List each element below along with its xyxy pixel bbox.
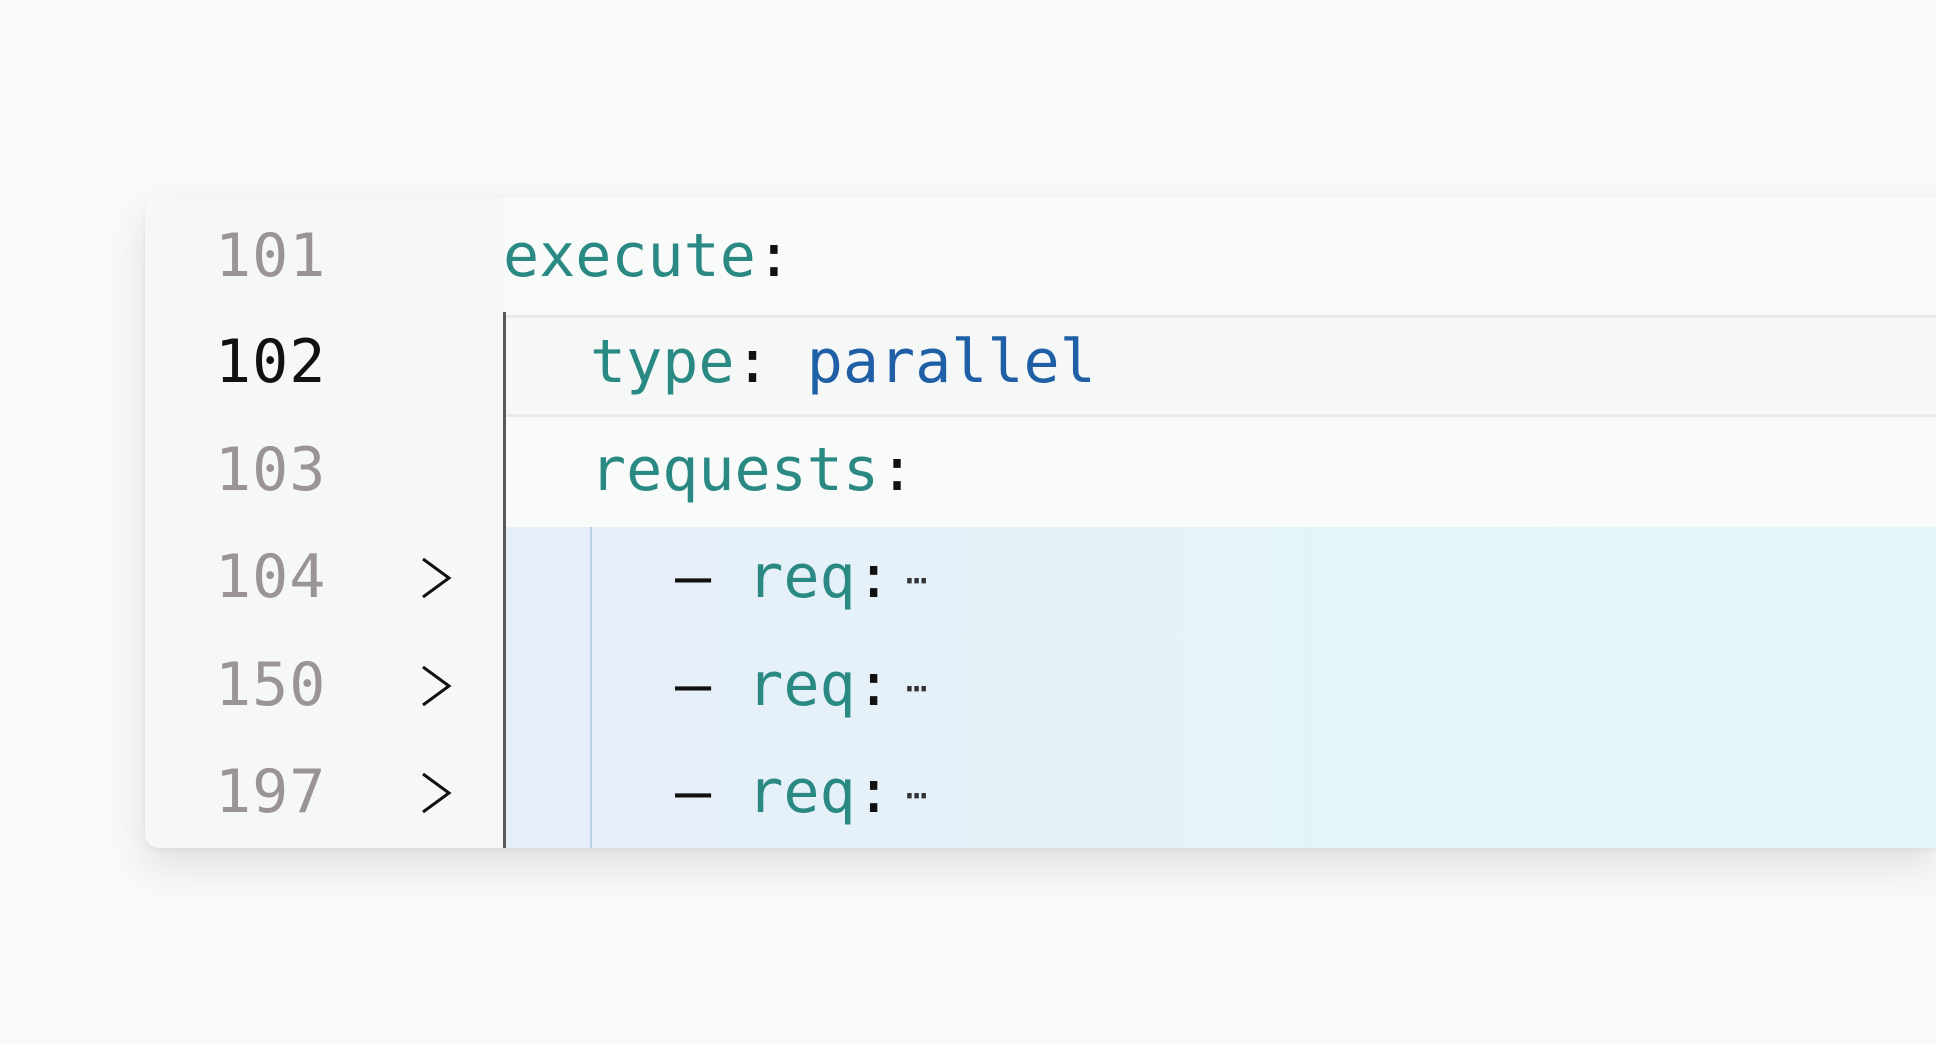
line-number-active: 102 (215, 327, 327, 397)
line-number: 103 (215, 435, 327, 505)
code-editor: 101 execute: 102 type: parallel 103 requ… (145, 197, 1936, 848)
code-line-folded[interactable]: 197 – req: ⋯ (145, 739, 1936, 846)
yaml-key: execute (503, 221, 756, 291)
yaml-colon: : (878, 435, 916, 505)
list-dash: – (675, 757, 712, 827)
chevron-right-icon[interactable] (415, 557, 455, 599)
code-line-folded[interactable]: 150 – req: ⋯ (145, 632, 1936, 739)
code-text[interactable]: execute: (503, 203, 792, 310)
code-text[interactable]: requests: (590, 417, 915, 524)
code-text[interactable]: – req: ⋯ (675, 632, 928, 742)
code-line[interactable]: 101 execute: (145, 203, 1936, 310)
list-dash: – (675, 542, 712, 612)
yaml-key: req (747, 757, 856, 827)
yaml-value: parallel (806, 327, 1096, 397)
line-number: 104 (215, 542, 327, 612)
yaml-key: requests (590, 435, 879, 505)
code-line[interactable]: 103 requests: (145, 417, 1936, 524)
yaml-key: req (747, 650, 856, 720)
yaml-colon: : (855, 542, 892, 612)
indent-guide-nested (590, 527, 592, 848)
code-text[interactable]: type: parallel (590, 309, 1096, 416)
folded-ellipsis[interactable]: ⋯ (905, 774, 928, 816)
chevron-right-icon[interactable] (415, 772, 455, 814)
folded-ellipsis[interactable]: ⋯ (905, 559, 928, 601)
line-number: 150 (215, 650, 327, 720)
current-line-highlight (506, 315, 1936, 417)
yaml-key: req (747, 542, 856, 612)
code-text[interactable]: – req: ⋯ (675, 739, 928, 848)
indent-guide (503, 312, 506, 848)
yaml-colon: : (755, 221, 792, 291)
folded-ellipsis[interactable]: ⋯ (905, 667, 928, 709)
code-line-folded[interactable]: 104 – req: ⋯ (145, 524, 1936, 631)
yaml-colon: : (734, 327, 771, 397)
code-line-active[interactable]: 102 type: parallel (145, 309, 1936, 416)
chevron-right-icon[interactable] (415, 665, 455, 707)
yaml-key: type (590, 327, 735, 397)
list-dash: – (675, 650, 712, 720)
yaml-colon: : (855, 650, 892, 720)
line-number-gutter (145, 197, 503, 848)
code-text[interactable]: – req: ⋯ (675, 524, 928, 634)
line-number: 101 (215, 221, 327, 291)
yaml-colon: : (855, 757, 892, 827)
line-number: 197 (215, 757, 327, 827)
folded-region-highlight (506, 527, 1936, 848)
